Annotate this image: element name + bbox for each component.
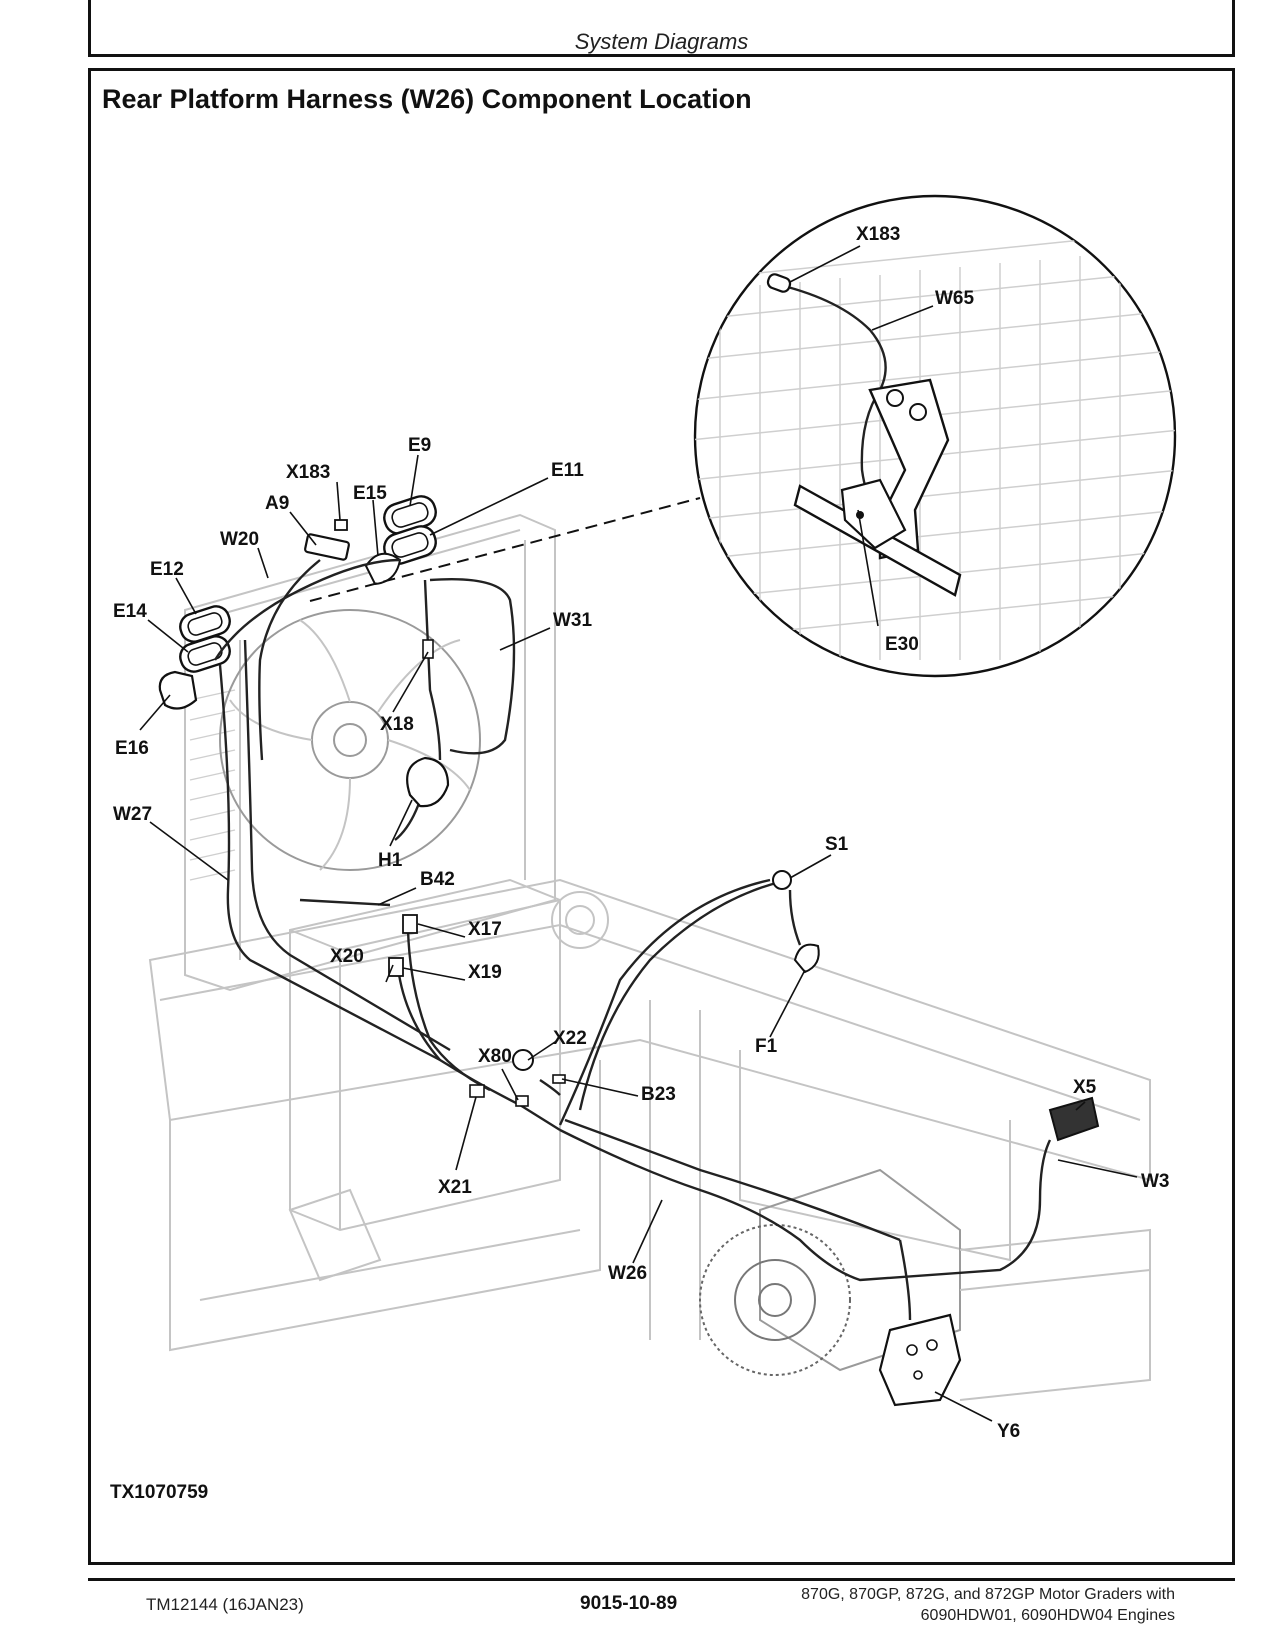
callout-s1: S1 <box>825 834 849 855</box>
callout-e15: E15 <box>353 483 387 504</box>
callout-x183: X183 <box>286 462 330 483</box>
callout-x21: X21 <box>438 1177 472 1198</box>
work-lights <box>158 495 437 710</box>
footer-model-line-2: 6090HDW01, 6090HDW04 Engines <box>920 1607 1175 1624</box>
callout-w27: W27 <box>113 804 152 825</box>
figure-title: Rear Platform Harness (W26) Component Lo… <box>102 84 752 114</box>
callout-x5: X5 <box>1073 1077 1097 1098</box>
footer-model-line-1: 870G, 870GP, 872G, and 872GP Motor Grade… <box>801 1586 1175 1603</box>
callout-x183-detail: X183 <box>856 224 900 245</box>
callout-b23: B23 <box>641 1084 676 1105</box>
callout-w31: W31 <box>553 610 593 631</box>
detail-magnifier <box>693 194 1177 678</box>
callout-b42: B42 <box>420 869 455 890</box>
callout-h1: H1 <box>378 850 403 871</box>
header-frame: System Diagrams <box>88 0 1235 57</box>
footer-rule <box>88 1578 1235 1581</box>
callout-a9: A9 <box>265 493 289 514</box>
leader-lines <box>139 245 1138 1422</box>
footer-page-number: 9015-10-89 <box>580 1593 678 1614</box>
callout-y6: Y6 <box>997 1421 1020 1442</box>
callout-e9: E9 <box>408 435 431 456</box>
callout-x20: X20 <box>330 946 364 967</box>
section-label: System Diagrams <box>574 29 749 54</box>
callout-x19: X19 <box>468 962 502 983</box>
callout-e11: E11 <box>551 460 584 481</box>
callout-f1: F1 <box>755 1036 778 1057</box>
figure-id: TX1070759 <box>110 1482 209 1503</box>
callout-w3: W3 <box>1141 1171 1170 1192</box>
callout-x22: X22 <box>553 1028 587 1049</box>
footer-doc-number: TM12144 (16JAN23) <box>146 1595 304 1614</box>
callout-e16: E16 <box>115 738 149 759</box>
callout-e14: E14 <box>113 601 147 622</box>
callout-e30: E30 <box>885 634 919 655</box>
callout-w26: W26 <box>608 1263 647 1284</box>
callout-w65: W65 <box>935 288 975 309</box>
callout-x80: X80 <box>478 1046 512 1067</box>
machine-outline <box>148 513 1151 1401</box>
figure-frame <box>88 68 1235 1565</box>
footer-model-info: 870G, 870GP, 872G, and 872GP Motor Grade… <box>755 1584 1175 1626</box>
callout-x18: X18 <box>380 714 414 735</box>
callout-labels: X183 W65 E30 E9 E11 X183 E15 A9 W20 E12 … <box>113 224 1170 1442</box>
callout-w20: W20 <box>220 529 259 550</box>
callout-x17: X17 <box>468 919 502 940</box>
detail-projection-line <box>309 497 701 602</box>
harness-wires <box>213 558 1100 1407</box>
callout-e12: E12 <box>150 559 184 580</box>
